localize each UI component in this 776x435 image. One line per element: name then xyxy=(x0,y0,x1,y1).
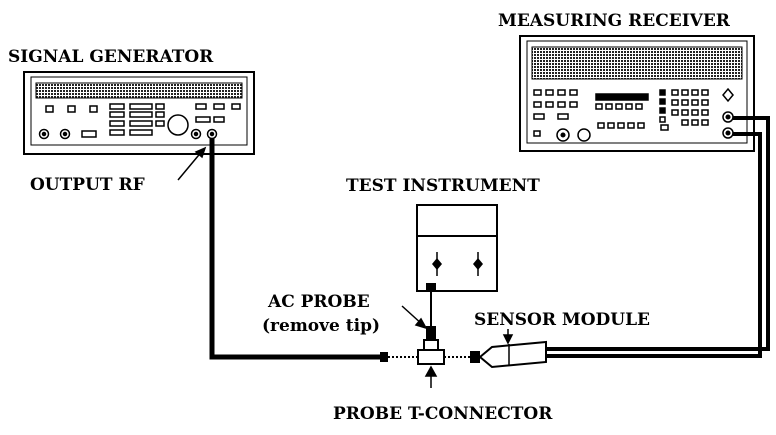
signal-generator-label: SIGNAL GENERATOR xyxy=(8,47,214,67)
ac-probe-sublabel: (remove tip) xyxy=(262,316,380,336)
t-connector-icon xyxy=(417,339,445,365)
ac-probe-label: AC PROBE xyxy=(268,292,370,312)
test-instrument-icon xyxy=(416,204,498,292)
signal-generator-icon xyxy=(23,71,255,155)
arrow-icon xyxy=(177,146,514,388)
sensor-module-icon xyxy=(470,340,547,369)
ac-probe xyxy=(426,283,436,340)
sensor-cable-inner xyxy=(546,132,762,358)
cable-plug-left xyxy=(380,352,388,362)
output-rf-label: OUTPUT RF xyxy=(30,175,145,195)
sensor-module-label: SENSOR MODULE xyxy=(474,310,651,330)
measuring-receiver-icon xyxy=(519,35,755,152)
rf-cable-left xyxy=(209,138,382,360)
sensor-cable-outer xyxy=(546,116,770,351)
probe-t-connector-label: PROBE T-CONNECTOR xyxy=(333,404,553,424)
test-instrument-label: TEST INSTRUMENT xyxy=(346,176,540,196)
measuring-receiver-label: MEASURING RECEIVER xyxy=(498,11,730,31)
